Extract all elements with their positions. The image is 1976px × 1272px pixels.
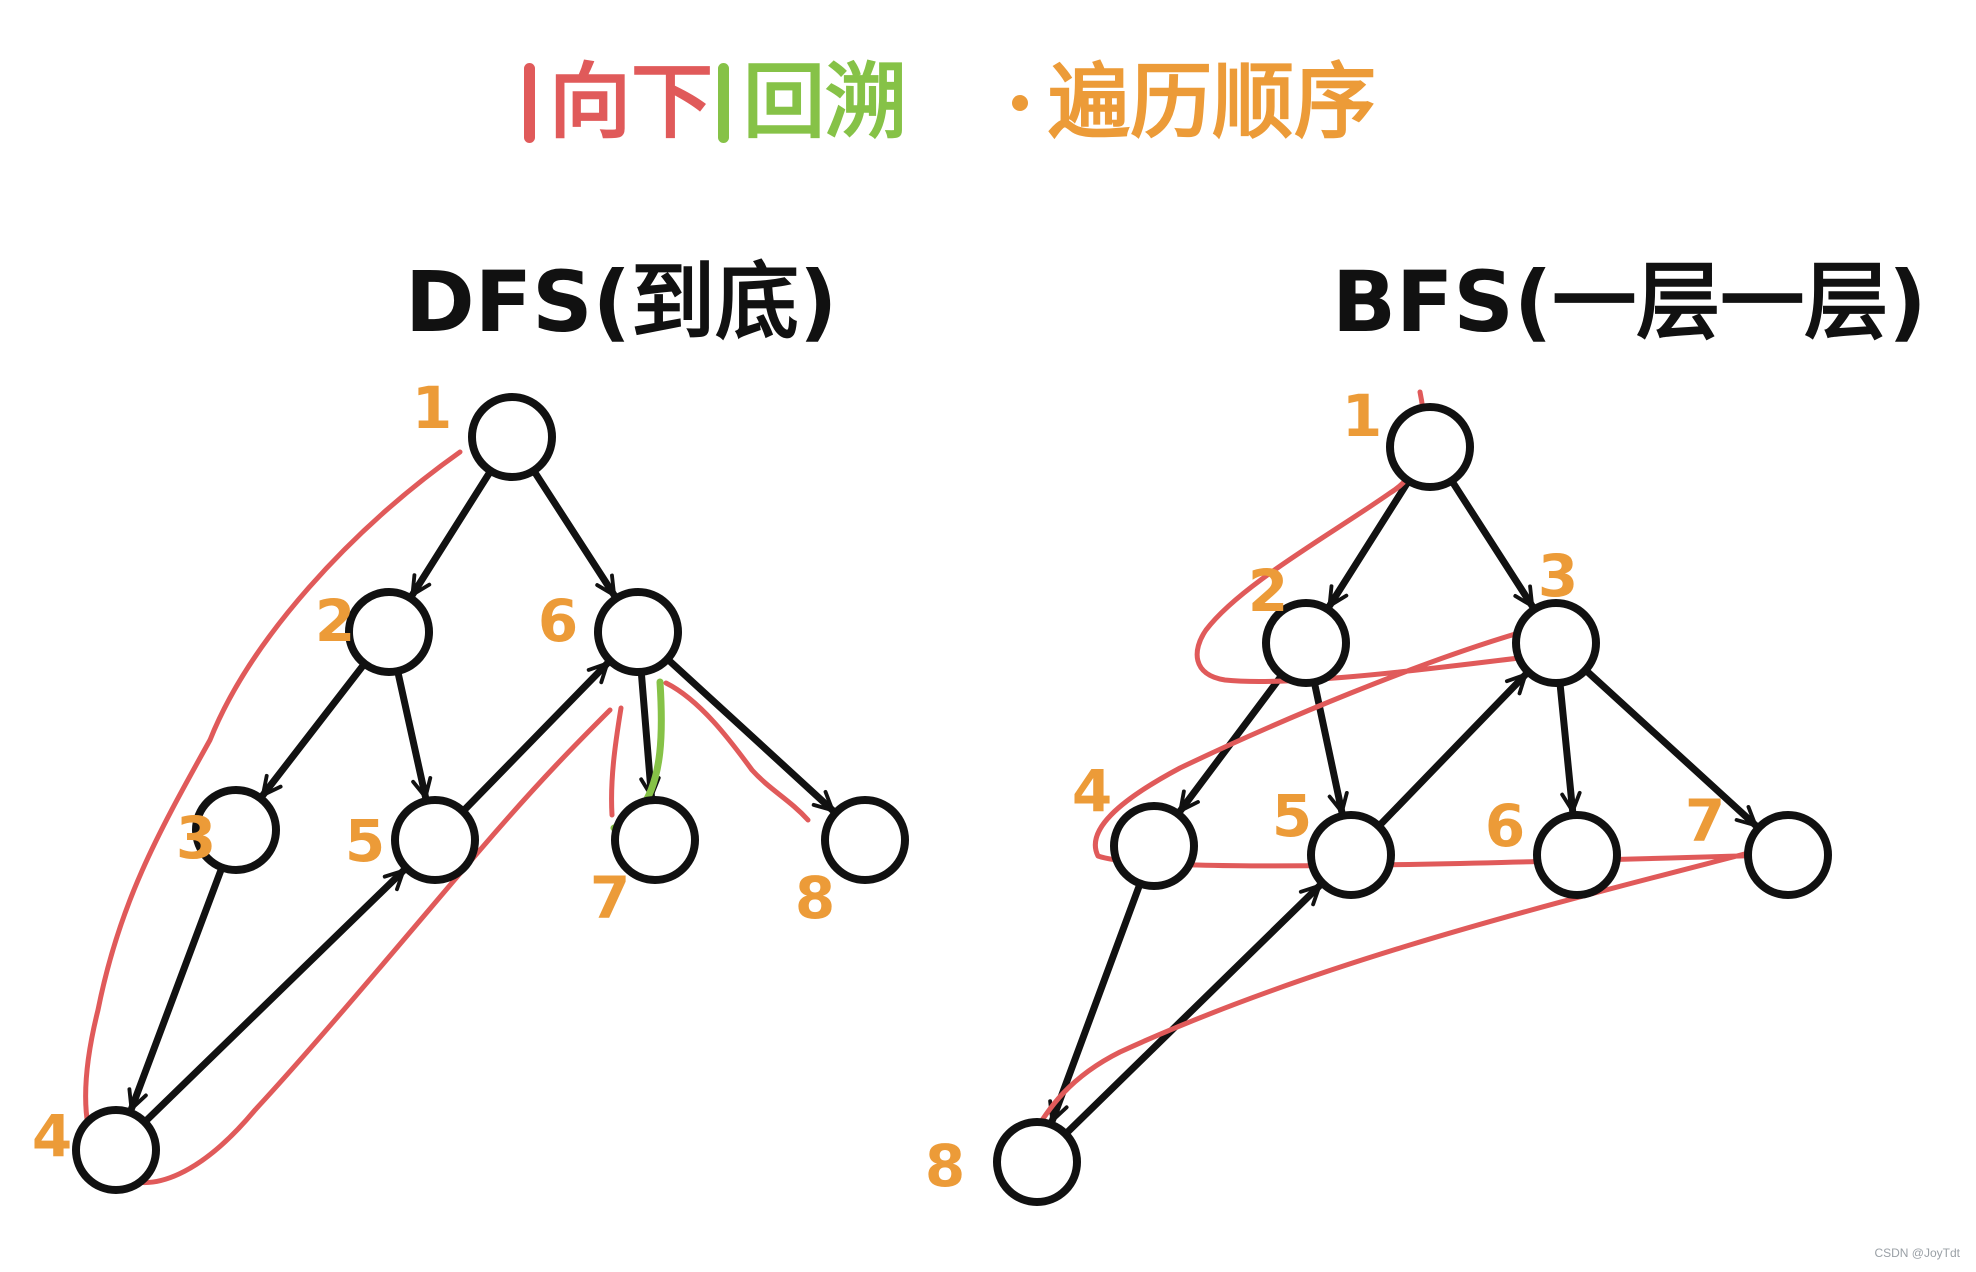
dfs-edge-6-8 [663, 655, 837, 814]
bfs-edge-8-5 [1062, 882, 1324, 1138]
backtrack-swatch [718, 63, 729, 143]
dfs-title: DFS(到底) [405, 253, 838, 351]
legend-item-down: 向下 [524, 48, 713, 158]
bfs-node-6 [1533, 811, 1621, 899]
dfs-order-label-2: 2 [315, 587, 355, 655]
bfs-node-4 [1110, 802, 1198, 890]
bfs-edge-3-6 [1556, 679, 1582, 815]
dfs-order-label-7: 7 [590, 864, 630, 932]
bfs-edges [1048, 477, 1760, 1138]
bfs-node-2 [1262, 599, 1350, 687]
dfs-node-2 [345, 588, 433, 676]
bfs-down-stroke-1 [1022, 389, 1796, 1171]
bfs-nodes [993, 403, 1832, 1206]
bfs-order-label-6: 6 [1485, 792, 1525, 860]
dfs-edges [127, 467, 837, 1126]
legend-label-down: 向下 [549, 55, 714, 150]
legend-label-backtrack: 回溯 [743, 55, 908, 150]
dfs-edge-2-5 [394, 667, 433, 801]
bfs-edge-1-2 [1326, 477, 1413, 610]
dfs-node-8 [821, 796, 909, 884]
dfs-node-5 [391, 796, 479, 884]
bfs-node-5 [1307, 811, 1395, 899]
order-swatch [1012, 95, 1028, 111]
bfs-order-label-3: 3 [1538, 542, 1578, 610]
legend-label-order: 遍历顺序 [1048, 55, 1377, 150]
dfs-order-label-3: 3 [176, 804, 216, 872]
dfs-order-label-1: 1 [412, 374, 452, 442]
bfs-edge-5-3 [1375, 671, 1529, 830]
bfs-node-7 [1744, 811, 1832, 899]
bfs-edge-3-7 [1582, 666, 1760, 829]
dfs-edge-1-2 [408, 467, 495, 599]
dfs-graph: 1 2 6 3 5 7 8 4 [32, 374, 909, 1194]
dfs-edge-2-3 [259, 660, 369, 799]
bfs-order-label-7: 7 [1685, 787, 1725, 855]
bfs-title: BFS(一层一层) [1332, 253, 1927, 351]
dfs-order-label-5: 5 [345, 807, 385, 875]
legend-item-backtrack: 回溯 [718, 48, 907, 158]
legend-item-order: 遍历顺序 [1012, 48, 1376, 158]
bfs-order-labels: 1 2 3 4 5 6 7 8 [925, 382, 1725, 1200]
dfs-node-3 [192, 786, 280, 874]
bfs-node-3 [1512, 599, 1600, 687]
dfs-down-stroke-4 [663, 680, 811, 823]
dfs-nodes [72, 393, 909, 1194]
dfs-edge-6-7 [637, 668, 661, 800]
dfs-order-labels: 1 2 6 3 5 7 8 4 [32, 374, 835, 1170]
bfs-traversal-paths [1022, 389, 1796, 1171]
dfs-node-1 [468, 393, 556, 481]
dfs-edge-5-6 [459, 659, 611, 815]
dfs-down-stroke-2 [609, 705, 624, 818]
legend: 向下 回溯 遍历顺序 [0, 0, 1976, 180]
bfs-order-label-5: 5 [1272, 782, 1312, 850]
dfs-edge-4-5 [141, 867, 407, 1126]
watermark: CSDN @JoyTdt [1874, 1246, 1960, 1260]
dfs-node-6 [594, 588, 682, 676]
down-swatch [524, 63, 535, 143]
dfs-node-4 [72, 1106, 160, 1194]
dfs-edge-3-4 [127, 863, 226, 1113]
dfs-order-label-6: 6 [538, 587, 578, 655]
dfs-node-7 [611, 796, 699, 884]
dfs-order-label-8: 8 [795, 864, 835, 932]
bfs-order-label-8: 8 [925, 1132, 965, 1200]
bfs-graph: 1 2 3 4 5 6 7 8 [925, 382, 1832, 1206]
bfs-order-label-4: 4 [1072, 757, 1112, 825]
bfs-edge-4-8 [1048, 880, 1144, 1125]
dfs-order-label-4: 4 [32, 1102, 72, 1170]
bfs-order-label-2: 2 [1248, 557, 1288, 625]
bfs-node-8 [993, 1118, 1081, 1206]
bfs-edge-1-3 [1448, 477, 1536, 610]
dfs-edge-1-6 [530, 467, 618, 599]
bfs-order-label-1: 1 [1342, 382, 1382, 450]
bfs-node-1 [1386, 403, 1474, 491]
